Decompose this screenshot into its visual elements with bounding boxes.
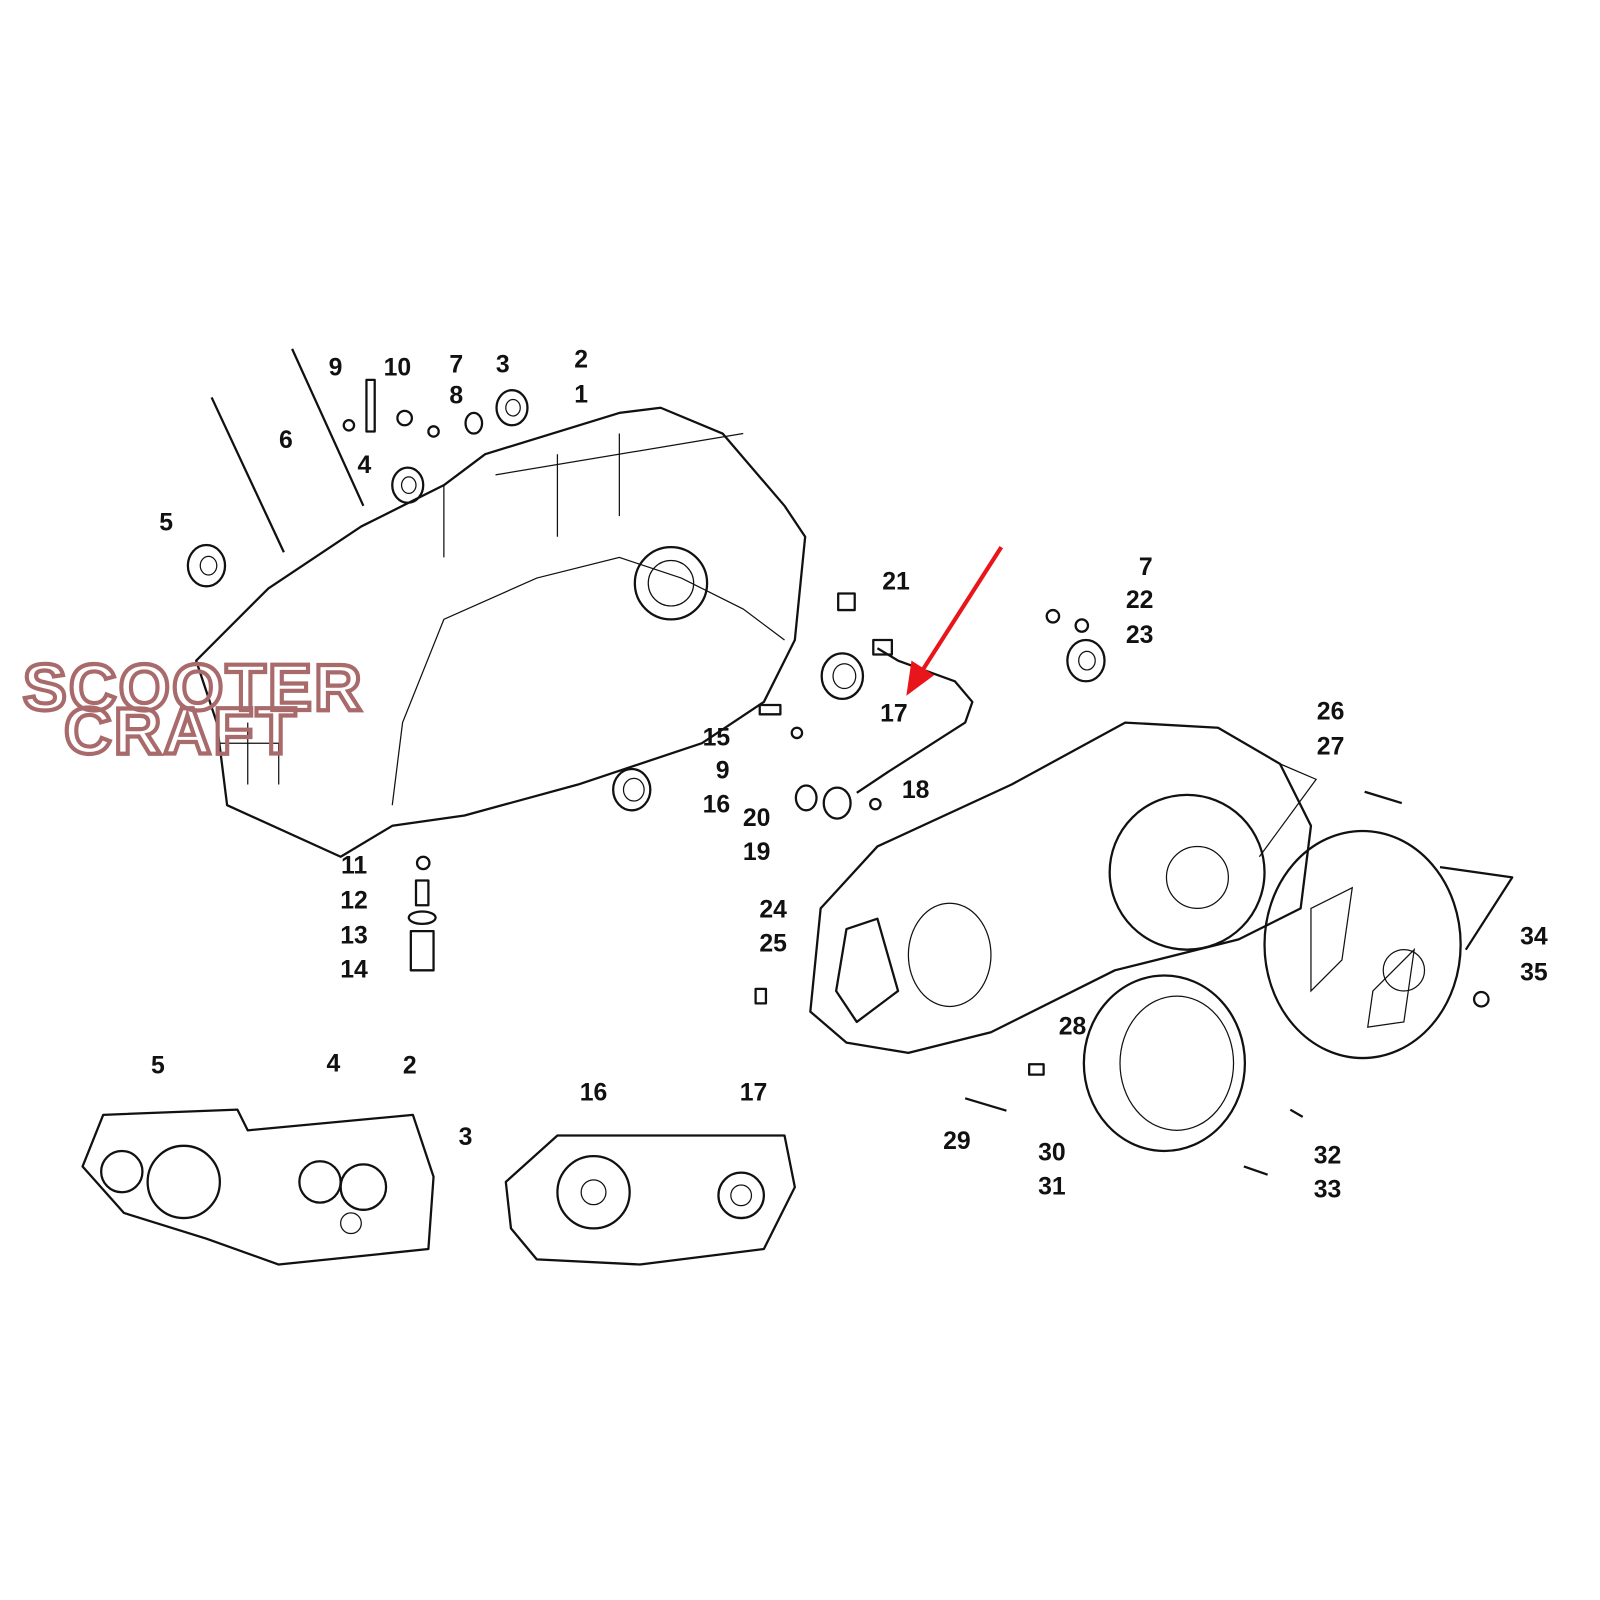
callout-label: 5 — [151, 1053, 165, 1080]
callout-label: 31 — [1038, 1173, 1066, 1200]
callout-label: 29 — [943, 1128, 971, 1155]
bearings — [186, 389, 1106, 812]
watermark-line1: SCOOTER — [23, 650, 364, 724]
callout-label: 15 — [703, 724, 731, 751]
callout-label: 2 — [403, 1053, 417, 1080]
inset-crankcase-left — [81, 1108, 435, 1266]
callout-label: 2 — [574, 346, 588, 373]
callout-label: 4 — [327, 1050, 341, 1077]
callout-label: 10 — [384, 355, 412, 382]
callout-label: 9 — [716, 757, 730, 784]
callout-label: 8 — [449, 383, 463, 410]
callout-label: 28 — [1059, 1013, 1087, 1040]
callout-label: 35 — [1520, 960, 1548, 987]
highlight-arrow — [906, 545, 1004, 696]
small-cover — [1082, 974, 1247, 1153]
callout-label: 25 — [759, 931, 787, 958]
callout-label: 3 — [496, 352, 510, 379]
callout-label: 20 — [743, 805, 771, 832]
speed-sensor-part-17 — [856, 647, 974, 794]
callout-label: 3 — [459, 1124, 473, 1151]
callout-label: 18 — [902, 777, 930, 804]
callout-label: 32 — [1314, 1142, 1342, 1169]
callout-label: 26 — [1317, 698, 1345, 725]
scooter-craft-watermark: SCOOTER CRAFT — [21, 648, 364, 769]
callout-label: 1 — [574, 382, 588, 409]
small-hardware — [342, 378, 1490, 1176]
callout-label: 23 — [1126, 622, 1154, 649]
callout-label: 17 — [740, 1079, 768, 1106]
inset-crankcase-right — [504, 1134, 796, 1266]
callout-label: 21 — [882, 568, 910, 595]
callout-label: 34 — [1520, 924, 1548, 951]
callout-label: 7 — [1139, 554, 1153, 581]
callout-label: 14 — [340, 957, 368, 984]
clutch-cover — [809, 721, 1318, 1055]
callout-label: 6 — [279, 427, 293, 454]
callout-label: 24 — [759, 897, 787, 924]
callout-label: 5 — [159, 510, 173, 537]
callout-label: 19 — [743, 839, 771, 866]
callout-label: 12 — [340, 887, 368, 914]
callout-label: 7 — [449, 352, 463, 379]
stud-bolt — [291, 348, 365, 507]
callout-label: 33 — [1314, 1176, 1342, 1203]
callout-label: 16 — [580, 1079, 608, 1106]
callout-label: 9 — [329, 355, 343, 382]
callout-label: 11 — [341, 852, 367, 879]
callout-label: 4 — [357, 452, 371, 479]
crankcase-half — [194, 406, 807, 858]
outer-cover — [1263, 829, 1514, 1060]
callout-label: 22 — [1126, 587, 1154, 614]
callout-label: 16 — [703, 791, 731, 818]
callout-label: 30 — [1038, 1139, 1066, 1166]
watermark-line2: CRAFT — [64, 694, 298, 768]
stud-bolt — [210, 396, 285, 553]
callout-label: 17 — [880, 701, 908, 728]
callout-label: 27 — [1317, 734, 1345, 761]
callout-label: 13 — [340, 922, 368, 949]
